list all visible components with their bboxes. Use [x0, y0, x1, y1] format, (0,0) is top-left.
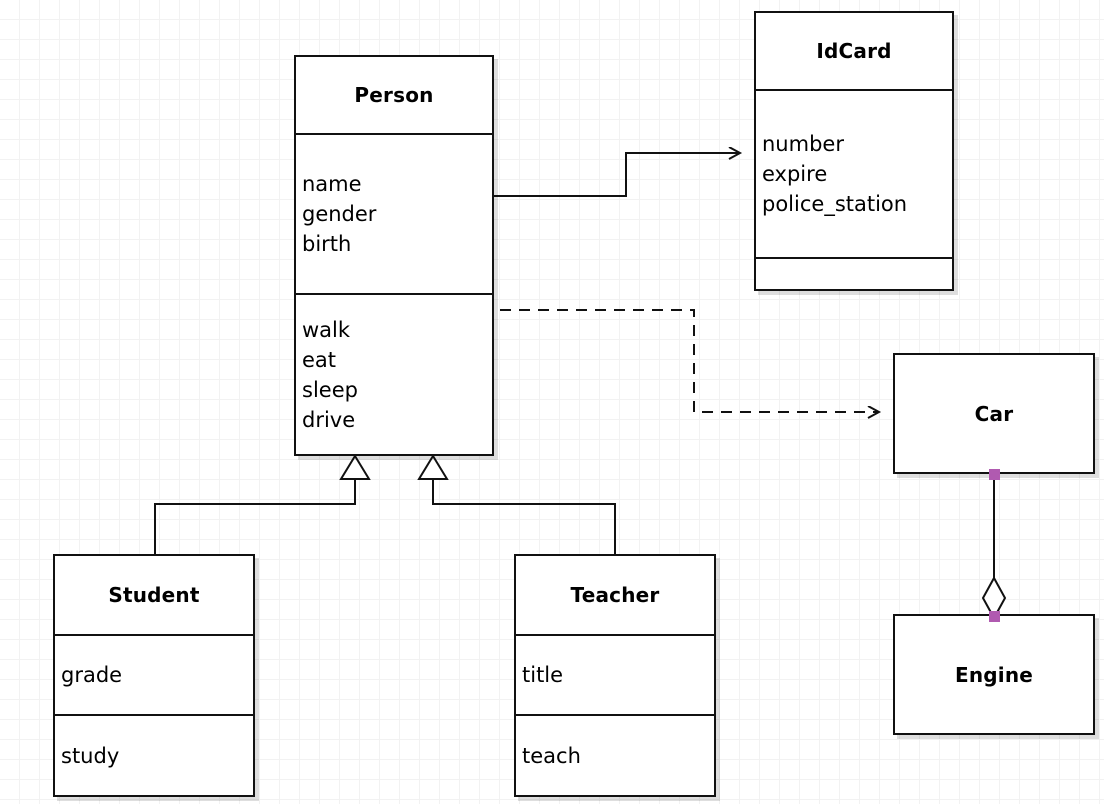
connection-handle-car[interactable]: [988, 468, 1000, 480]
hollow-triangle-icon: [339, 454, 371, 480]
generalization-student-person[interactable]: [154, 454, 371, 554]
class-box-idcard[interactable]: IdCard number expire police_station: [754, 11, 954, 291]
class-name-idcard: IdCard: [816, 39, 892, 63]
attributes-idcard: number expire police_station: [756, 89, 952, 257]
operation-item: drive: [302, 407, 356, 432]
operation-item: sleep: [302, 377, 358, 402]
attribute-item: title: [522, 663, 564, 687]
operation-item: teach: [522, 743, 581, 768]
operations-person: walk eat sleep drive: [296, 293, 492, 454]
attribute-item: name: [302, 172, 362, 196]
class-box-engine[interactable]: Engine: [893, 614, 1095, 735]
class-box-car[interactable]: Car: [893, 353, 1095, 474]
connection-handle-engine[interactable]: [988, 610, 1000, 622]
dependency-person-car[interactable]: [500, 309, 879, 412]
attributes-person: name gender birth: [296, 133, 492, 293]
class-name-engine: Engine: [954, 662, 1034, 687]
class-box-student[interactable]: Student grade study: [53, 554, 255, 797]
class-name-person: Person: [354, 83, 434, 107]
class-name-car: Car: [974, 401, 1014, 426]
attribute-item: gender: [302, 202, 377, 226]
attribute-item: police_station: [762, 192, 908, 216]
operation-item: walk: [302, 317, 351, 342]
operations-idcard: [756, 257, 952, 289]
class-name-teacher: Teacher: [570, 583, 660, 607]
hollow-triangle-icon: [417, 454, 449, 480]
generalization-teacher-person[interactable]: [417, 454, 616, 554]
attributes-teacher: title: [516, 634, 714, 714]
operations-teacher: teach: [516, 714, 714, 795]
aggregation-car-engine[interactable]: [981, 474, 1007, 621]
association-person-idcard[interactable]: [494, 153, 740, 197]
operation-item: study: [61, 743, 120, 768]
attribute-item: birth: [302, 232, 352, 256]
operation-item: eat: [302, 347, 337, 372]
class-box-person[interactable]: Person name gender birth walk eat sleep …: [294, 55, 494, 456]
attribute-item: number: [762, 132, 844, 156]
attribute-item: grade: [61, 663, 123, 687]
class-name-student: Student: [108, 583, 200, 607]
class-box-teacher[interactable]: Teacher title teach: [514, 554, 716, 797]
operations-student: study: [55, 714, 253, 795]
attribute-item: expire: [762, 162, 828, 186]
attributes-student: grade: [55, 634, 253, 714]
